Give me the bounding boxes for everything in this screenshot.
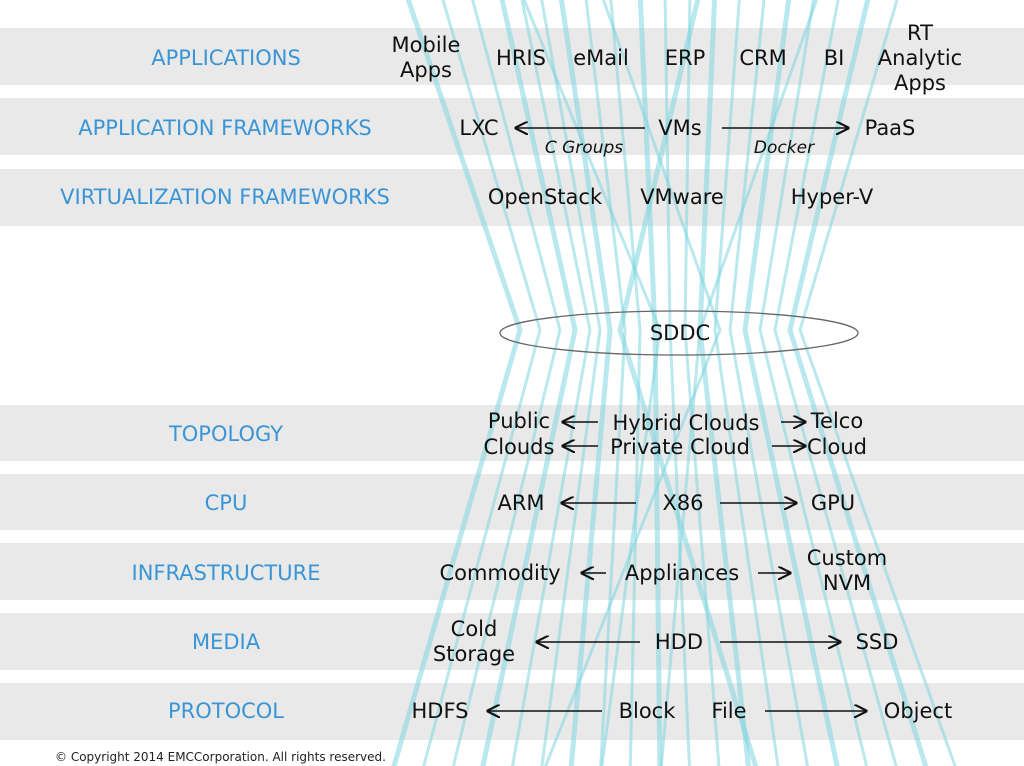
item-block: Block [618, 699, 676, 723]
light-beam [758, 0, 869, 766]
item-rt-analytic-apps-line3: Apps [894, 71, 946, 95]
item-arm: ARM [497, 491, 545, 515]
item-hyperv: Hyper-V [790, 185, 874, 209]
item-lxc: LXC [459, 116, 499, 140]
sddc-ellipse [499, 310, 859, 356]
item-paas: PaaS [864, 116, 916, 140]
light-beam [787, 0, 929, 766]
light-beam [584, 0, 627, 766]
category-protocol: PROTOCOL [167, 699, 285, 723]
item-cold-storage-line2: Storage [432, 642, 516, 666]
item-object: Object [883, 699, 953, 723]
light-beam [663, 0, 691, 766]
light-beam [391, 0, 523, 766]
item-vmware: VMware [640, 185, 724, 209]
light-beam [683, 0, 721, 766]
item-erp: ERP [664, 46, 706, 70]
category-app-frameworks: APPLICATION FRAMEWORKS [78, 116, 372, 140]
item-gpu: GPU [810, 491, 856, 515]
category-media: MEDIA [191, 630, 261, 654]
item-mobile-apps-line2: Apps [400, 58, 452, 82]
category-topology: TOPOLOGY [168, 422, 284, 446]
band-virt-frameworks [0, 169, 1024, 226]
category-cpu: CPU [204, 491, 248, 515]
item-custom-nvm-line2: NVM [822, 571, 872, 595]
light-beam [422, 0, 542, 766]
item-clouds: Clouds [483, 435, 555, 459]
light-beam [713, 0, 780, 766]
item-hdfs: HDFS [411, 699, 469, 723]
sddc-label: SDDC [649, 321, 711, 345]
item-vms: VMs [658, 116, 702, 140]
light-beam [522, 0, 662, 766]
light-beam [742, 0, 840, 766]
item-rt-analytic-apps-line2: Analytic [877, 46, 963, 70]
light-beam [773, 0, 898, 766]
light-beam [451, 0, 562, 766]
item-ssd: SSD [855, 630, 899, 654]
item-commodity: Commodity [439, 561, 561, 585]
item-x86: X86 [662, 491, 704, 515]
item-hdd: HDD [654, 630, 704, 654]
light-beam [510, 0, 592, 766]
item-hris: HRIS [496, 46, 546, 70]
item-telco: Telco [810, 409, 864, 433]
light-beam [609, 0, 642, 766]
item-email: eMail [573, 46, 629, 70]
item-hybrid-clouds: Hybrid Clouds [612, 411, 760, 435]
item-custom-nvm-line1: Custom [806, 546, 888, 570]
item-appliances: Appliances [624, 561, 740, 585]
light-beam [637, 0, 663, 766]
light-beam [798, 0, 957, 766]
light-beam [480, 0, 578, 766]
item-crm: CRM [739, 46, 787, 70]
item-bi: BI [823, 46, 845, 70]
category-applications: APPLICATIONS [151, 46, 301, 70]
copyright-footer: © Copyright 2014 EMCCorporation. All rig… [55, 750, 386, 764]
label-c-groups: C Groups [544, 138, 624, 158]
item-cold-storage-line1: Cold [450, 617, 498, 641]
light-beam [558, 0, 613, 766]
item-file: File [711, 699, 747, 723]
light-beam [617, 0, 759, 766]
item-mobile-apps-line1: Mobile [391, 33, 461, 57]
light-beam [543, 0, 722, 766]
item-private-cloud: Private Cloud [610, 435, 750, 459]
light-beam [659, 0, 819, 766]
band-infrastructure [0, 543, 1024, 600]
light-beam [540, 0, 602, 766]
item-openstack: OpenStack [487, 185, 603, 209]
item-public: Public [487, 409, 551, 433]
item-cloud: Cloud [807, 435, 867, 459]
light-beam [728, 0, 810, 766]
label-docker: Docker [753, 138, 815, 158]
category-virt-frameworks: VIRTUALIZATION FRAMEWORKS [60, 185, 390, 209]
category-infrastructure: INFRASTRUCTURE [131, 561, 321, 585]
item-rt-analytic-apps-line1: RT [907, 21, 933, 45]
